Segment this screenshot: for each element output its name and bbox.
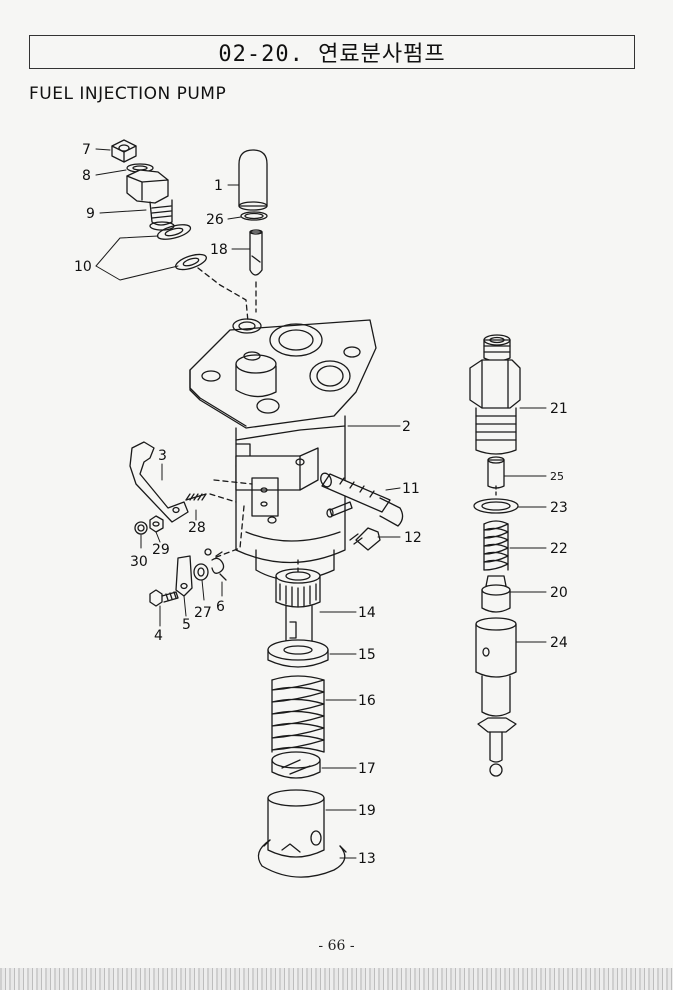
part-16-spring: [271, 675, 325, 753]
callout-5: 5: [182, 617, 191, 633]
part-29-nut: [149, 515, 164, 533]
part-10-seal-washers: [156, 224, 207, 271]
callout-15: 15: [358, 647, 376, 663]
part-19-tappet: [267, 789, 325, 858]
part-18-pin: [249, 229, 263, 276]
part-13-snap-ring: [257, 839, 347, 878]
part-21-valve-holder: [469, 334, 521, 455]
section-title-box: 02-20. 연료분사펌프: [29, 35, 635, 69]
part-6-spring: [204, 548, 227, 581]
part-1-cap: [238, 149, 268, 211]
part-27-collar: [193, 563, 209, 581]
callout-29: 29: [152, 542, 170, 558]
part-7-bolt: [111, 139, 137, 163]
callout-4: 4: [154, 628, 163, 644]
callout-10: 10: [74, 259, 92, 275]
callout-11: 11: [402, 481, 420, 497]
callout-25: 25: [550, 470, 564, 483]
callout-17: 17: [358, 761, 376, 777]
callout-19: 19: [358, 803, 376, 819]
part-30-washer: [134, 521, 148, 535]
part-15-spring-seat: [267, 639, 329, 668]
callout-20: 20: [550, 585, 568, 601]
callout-16: 16: [358, 693, 376, 709]
part-4-bolt: [149, 589, 179, 607]
callout-7: 7: [82, 142, 91, 158]
callout-3: 3: [158, 448, 167, 464]
part-5-plate: [175, 555, 193, 597]
callout-26: 26: [206, 212, 224, 228]
callout-24: 24: [550, 635, 568, 651]
part-9-valve-holder: [126, 169, 175, 231]
callout-2: 2: [402, 419, 411, 435]
callout-18: 18: [210, 242, 228, 258]
callout-22: 22: [550, 541, 568, 557]
section-title: 02-20. 연료분사펌프: [218, 42, 446, 67]
section-subtitle: FUEL INJECTION PUMP: [29, 84, 227, 104]
callout-8: 8: [82, 168, 91, 184]
part-23-gasket: [473, 498, 519, 514]
part-22-spring: [483, 520, 509, 571]
part-3-bracket: [129, 441, 189, 523]
part-2-pump-housing: [189, 318, 377, 581]
callout-6: 6: [216, 599, 225, 615]
scan-edge-strip: [0, 968, 673, 990]
part-11-control-lever: [320, 472, 404, 527]
callout-21: 21: [550, 401, 568, 417]
part-20-valve: [481, 575, 511, 613]
callout-13: 13: [358, 851, 376, 867]
page-number: - 66 -: [318, 938, 355, 954]
callout-14: 14: [358, 605, 376, 621]
part-17-plunger: [271, 751, 321, 779]
part-12-screw: [349, 527, 381, 551]
callout-30: 30: [130, 554, 148, 570]
part-26-oring: [240, 211, 268, 221]
callout-9: 9: [86, 206, 95, 222]
part-28-spring: [185, 493, 207, 501]
callout-1: 1: [214, 178, 223, 194]
callout-28: 28: [188, 520, 206, 536]
callout-27: 27: [194, 605, 212, 621]
part-24-barrel: [475, 617, 517, 777]
callout-12: 12: [404, 530, 422, 546]
callout-23: 23: [550, 500, 568, 516]
leader-lines: [95, 148, 547, 859]
part-25-valve: [487, 456, 505, 489]
callout-labels: 7 8 9 10 1 26 18 2 11 12 3 28 29 30 4 5 …: [74, 142, 568, 867]
